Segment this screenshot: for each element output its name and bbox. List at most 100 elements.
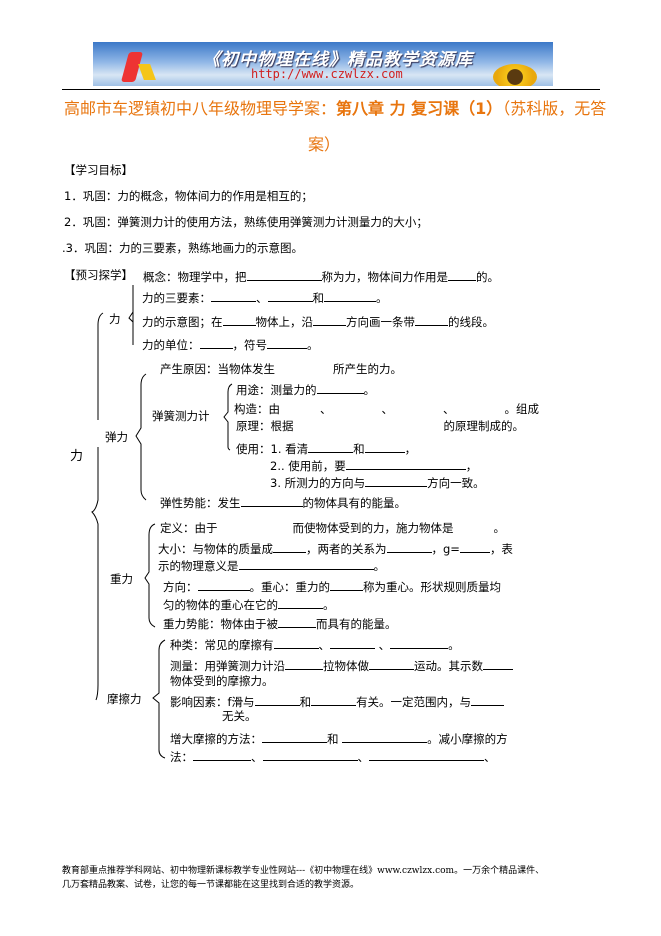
line-text: 、 bbox=[484, 750, 496, 764]
line-text: 的原理制成的。 bbox=[443, 419, 525, 433]
line-text: ，表 bbox=[489, 542, 513, 556]
label-elastic: 弹力 bbox=[105, 430, 128, 444]
fill-in-blank[interactable] bbox=[345, 457, 466, 470]
fill-in-blank[interactable] bbox=[262, 730, 327, 743]
line-text: 的线段。 bbox=[448, 315, 494, 329]
title-part3: （苏科版，无答 bbox=[502, 99, 607, 118]
outline-line-gravity-energy: 重力势能：物体由于被而具有的能量。 bbox=[163, 615, 397, 631]
line-text: ， bbox=[465, 459, 478, 473]
fill-in-blank[interactable] bbox=[273, 540, 306, 553]
outline-line-usage3: 3. 所测力的方向与方向一致。 bbox=[270, 474, 485, 490]
fill-in-blank[interactable] bbox=[330, 578, 363, 591]
fill-in-blank[interactable] bbox=[211, 289, 256, 302]
line-text: 力的示意图；在 bbox=[142, 315, 223, 329]
line-text: 示的物理意义是 bbox=[158, 559, 239, 573]
outline-line-size: 大小：与物体的质量成，两者的关系为，g=，表 bbox=[158, 540, 513, 556]
fill-in-blank[interactable] bbox=[246, 268, 322, 281]
fill-in-blank[interactable] bbox=[278, 615, 316, 628]
line-text: 所产生的力。 bbox=[333, 362, 402, 376]
line-text: 。 bbox=[493, 521, 506, 535]
fill-in-blank[interactable] bbox=[342, 730, 428, 743]
document-title-line2: 案） bbox=[308, 135, 341, 154]
line-text: 无关。 bbox=[222, 709, 257, 723]
fill-in-blank[interactable] bbox=[448, 268, 476, 281]
fill-in-blank[interactable] bbox=[254, 693, 300, 706]
line-text: 方向一致。 bbox=[427, 476, 485, 490]
line-text: 、 bbox=[443, 402, 455, 416]
line-text: 方向画一条带 bbox=[346, 315, 415, 329]
outline-line-concept: 概念：物理学中，把称为力，物体间力作用是的。 bbox=[143, 268, 499, 284]
brace-spring bbox=[223, 383, 233, 451]
line-text: 和 bbox=[312, 291, 325, 305]
title-part2: 第八章 力 复习课（1） bbox=[336, 99, 503, 118]
fill-in-blank[interactable] bbox=[390, 636, 449, 649]
label-force: 力 bbox=[109, 312, 121, 326]
fill-in-blank[interactable] bbox=[193, 748, 251, 761]
line-text: 有关。一定范围内，与 bbox=[356, 695, 472, 709]
line-text: 、 bbox=[375, 638, 391, 652]
fill-in-blank[interactable] bbox=[285, 657, 323, 670]
line-text: 定义：由于 bbox=[160, 521, 218, 535]
fill-in-blank[interactable] bbox=[386, 540, 432, 553]
fill-in-blank[interactable] bbox=[222, 313, 256, 326]
line-text: ，符号 bbox=[232, 338, 268, 352]
fill-in-blank[interactable] bbox=[364, 440, 405, 453]
outline-line-factors: 影响因素：f滑与 和 有关。一定范围内，与 bbox=[170, 693, 505, 709]
outline-line-three-elements: 力的三要素：、和。 bbox=[142, 289, 388, 305]
fill-in-blank[interactable] bbox=[483, 657, 513, 670]
title-part1: 高邮市车逻镇初中八年级物理导学案： bbox=[64, 99, 337, 118]
line-text: 。组成 bbox=[504, 402, 540, 416]
line-text: 而使物体受到的力，施力物体是 bbox=[292, 521, 454, 535]
fill-in-blank[interactable] bbox=[308, 440, 354, 453]
line-text: ，两者的关系为 bbox=[306, 542, 387, 556]
outline-line-direction: 方向：。重心：重力的称为重心。形状规则质量均 bbox=[163, 578, 501, 594]
fill-in-blank[interactable] bbox=[199, 336, 233, 349]
line-text: 和 bbox=[353, 442, 365, 456]
document-title: 高邮市车逻镇初中八年级物理导学案：第八章 力 复习课（1）（苏科版，无答 bbox=[64, 95, 606, 119]
outline-line-increase2: 法：、、、 bbox=[170, 748, 496, 764]
line-text: 称为力，物体间力作用是 bbox=[321, 270, 449, 284]
outline-line-principle: 原理：根据的原理制成的。 bbox=[236, 418, 524, 433]
fill-in-blank[interactable] bbox=[459, 540, 490, 553]
fill-in-blank[interactable] bbox=[316, 381, 364, 394]
goal-item: .3．巩固：力的三要素，熟练地画力的示意图。 bbox=[62, 241, 303, 255]
brace-elastic bbox=[135, 373, 147, 501]
brace-root bbox=[91, 447, 99, 701]
line-text: 2.. 使用前，要 bbox=[270, 459, 346, 473]
line-text: 、 bbox=[318, 638, 331, 652]
fill-in-blank[interactable] bbox=[278, 596, 323, 609]
fill-in-blank[interactable] bbox=[330, 636, 375, 649]
line-text: ， bbox=[404, 442, 417, 456]
fill-in-blank[interactable] bbox=[197, 578, 250, 591]
fill-in-blank[interactable] bbox=[313, 313, 346, 326]
line-text: 种类：常见的摩擦有 bbox=[170, 638, 274, 652]
fill-in-blank[interactable] bbox=[369, 657, 414, 670]
line-text: 匀的物体的重心在它的 bbox=[163, 598, 278, 612]
outline-line-diagram: 力的示意图；在物体上，沿方向画一条带的线段。 bbox=[142, 313, 494, 329]
fill-in-blank[interactable] bbox=[273, 636, 319, 649]
line-text: 方向： bbox=[163, 580, 198, 594]
fill-in-blank[interactable] bbox=[238, 557, 374, 570]
fill-in-blank[interactable] bbox=[415, 313, 448, 326]
preview-heading: 【预习探学】 bbox=[64, 268, 133, 282]
fill-in-blank[interactable] bbox=[369, 748, 484, 761]
fill-in-blank[interactable] bbox=[365, 474, 428, 487]
label-spring-scale: 弹簧测力计 bbox=[152, 409, 210, 423]
fill-in-blank[interactable] bbox=[471, 693, 505, 706]
line-text: 法： bbox=[170, 750, 193, 764]
fill-in-blank[interactable] bbox=[324, 289, 376, 302]
sunflower-icon bbox=[493, 64, 537, 86]
fill-in-blank[interactable] bbox=[267, 289, 313, 302]
fill-in-blank[interactable] bbox=[311, 693, 357, 706]
outline-line-usage1: 使用：1. 看清和， bbox=[236, 440, 416, 456]
line-text: 和 bbox=[299, 695, 312, 709]
header-divider bbox=[62, 89, 600, 90]
line-text: 。 bbox=[307, 338, 319, 352]
line-text: 运动。其示数 bbox=[414, 659, 483, 673]
line-text: 、 bbox=[381, 402, 394, 416]
fill-in-blank[interactable] bbox=[267, 336, 307, 349]
line-text: 影响因素：f滑与 bbox=[170, 695, 255, 709]
fill-in-blank[interactable] bbox=[240, 494, 303, 507]
fill-in-blank[interactable] bbox=[262, 748, 358, 761]
